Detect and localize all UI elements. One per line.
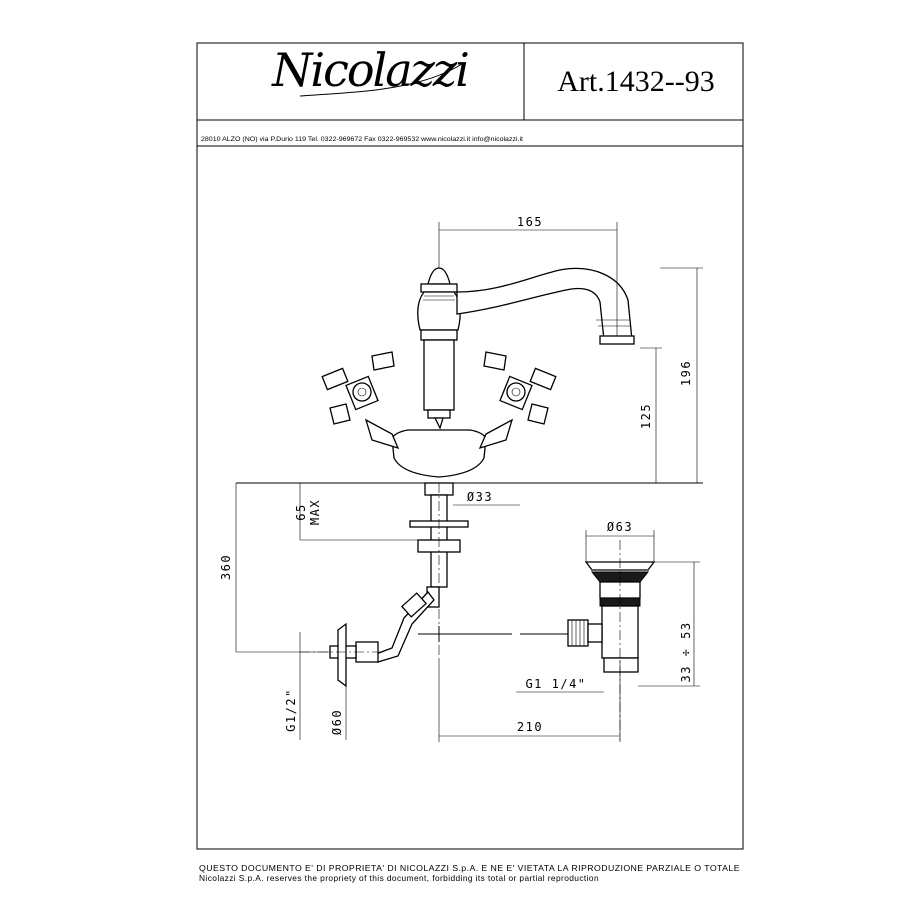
dim-thickness-max: MAX bbox=[308, 499, 322, 525]
dim-thickness-number: 65 bbox=[294, 503, 308, 520]
dim-drain-range: 33 ÷ 53 bbox=[679, 621, 693, 682]
brand-logo: Nicolazzi bbox=[271, 43, 468, 97]
dim-spout-height: 125 bbox=[639, 403, 653, 429]
drain-rod bbox=[418, 626, 570, 642]
left-cross-handle bbox=[321, 351, 400, 450]
dim-hole-diameter: Ø33 bbox=[467, 490, 493, 504]
pop-up-waste bbox=[567, 540, 656, 740]
logo-underline bbox=[299, 63, 463, 97]
spout bbox=[456, 267, 635, 345]
dim-total-height: 196 bbox=[679, 360, 693, 386]
dim-hose-length: 360 bbox=[219, 554, 233, 580]
dim-drain-distance: 210 bbox=[517, 720, 543, 734]
dim-supply-thread: G1/2" bbox=[284, 688, 298, 732]
sheet-border bbox=[196, 42, 744, 850]
dim-rosette-diameter: Ø60 bbox=[330, 709, 344, 735]
dim-drain-diameter: Ø63 bbox=[607, 520, 633, 534]
dim-drain-thread: G1 1/4" bbox=[525, 677, 586, 691]
mixer-body bbox=[391, 267, 487, 478]
article-number: Art.1432--93 bbox=[557, 65, 714, 98]
dim-spout-reach: 165 bbox=[517, 215, 543, 229]
dimension-lines bbox=[235, 222, 703, 742]
footer-line-english: Nicolazzi S.p.A. reserves the propriety … bbox=[199, 874, 599, 883]
supply-hose bbox=[300, 590, 435, 688]
footer-line-italian: QUESTO DOCUMENTO E' DI PROPRIETA' DI NIC… bbox=[199, 864, 740, 873]
right-cross-handle bbox=[478, 351, 557, 450]
contact-line: 28010 ALZO (NO) via P.Durio 119 Tel. 032… bbox=[201, 136, 523, 143]
